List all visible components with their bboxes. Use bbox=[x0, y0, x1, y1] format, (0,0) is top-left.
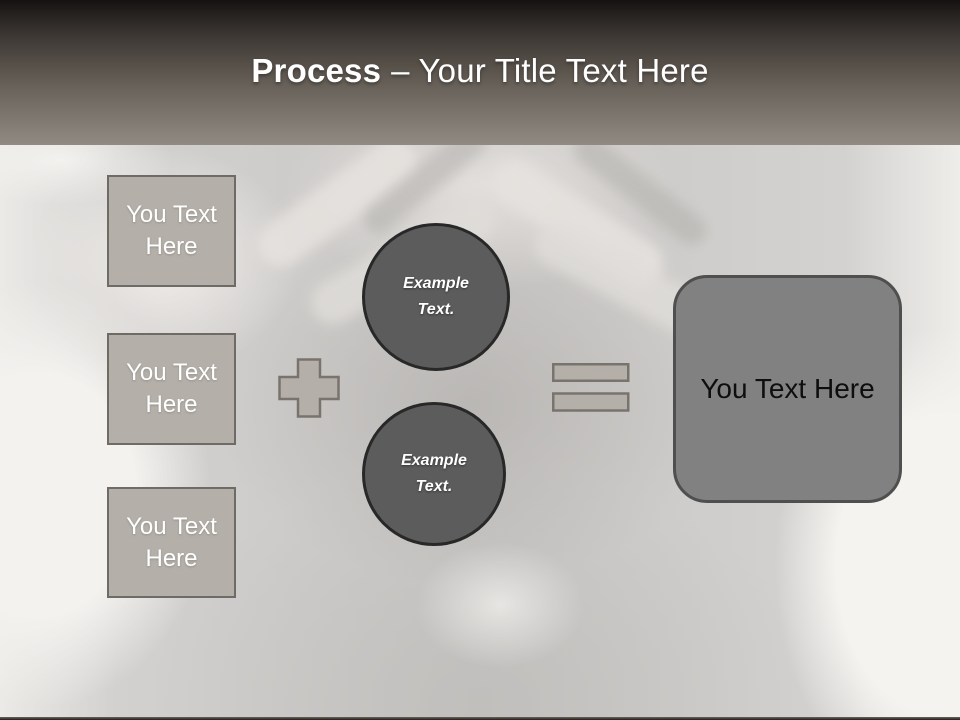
example-circle-2[interactable]: Example Text. bbox=[362, 402, 506, 546]
example-circle-1-line2: Text. bbox=[417, 301, 455, 318]
header-band: Process– Your Title Text Here bbox=[0, 0, 960, 145]
result-box-label: You Text Here bbox=[700, 373, 875, 404]
page-title: Process– Your Title Text Here bbox=[0, 52, 960, 90]
result-box[interactable]: You Text Here bbox=[673, 275, 902, 503]
example-circle-1-line1: Example bbox=[403, 274, 469, 292]
page-title-emphasis: Process bbox=[251, 52, 382, 89]
example-circle-2-line1: Example bbox=[401, 451, 467, 469]
input-box-3[interactable]: You Text Here bbox=[107, 487, 236, 598]
input-box-3-label: You Text Here bbox=[126, 512, 217, 572]
example-circle-1[interactable]: Example Text. bbox=[362, 223, 510, 371]
plus-icon bbox=[278, 358, 340, 423]
example-circle-2-line2: Text. bbox=[415, 478, 453, 495]
input-box-2[interactable]: You Text Here bbox=[107, 333, 236, 445]
equals-icon bbox=[552, 363, 630, 417]
page-title-rest: – Your Title Text Here bbox=[391, 52, 709, 89]
input-box-2-label: You Text Here bbox=[126, 359, 217, 418]
input-box-1[interactable]: You Text Here bbox=[107, 175, 236, 287]
input-box-1-label: You Text Here bbox=[126, 201, 217, 260]
bottom-bar bbox=[0, 717, 960, 720]
